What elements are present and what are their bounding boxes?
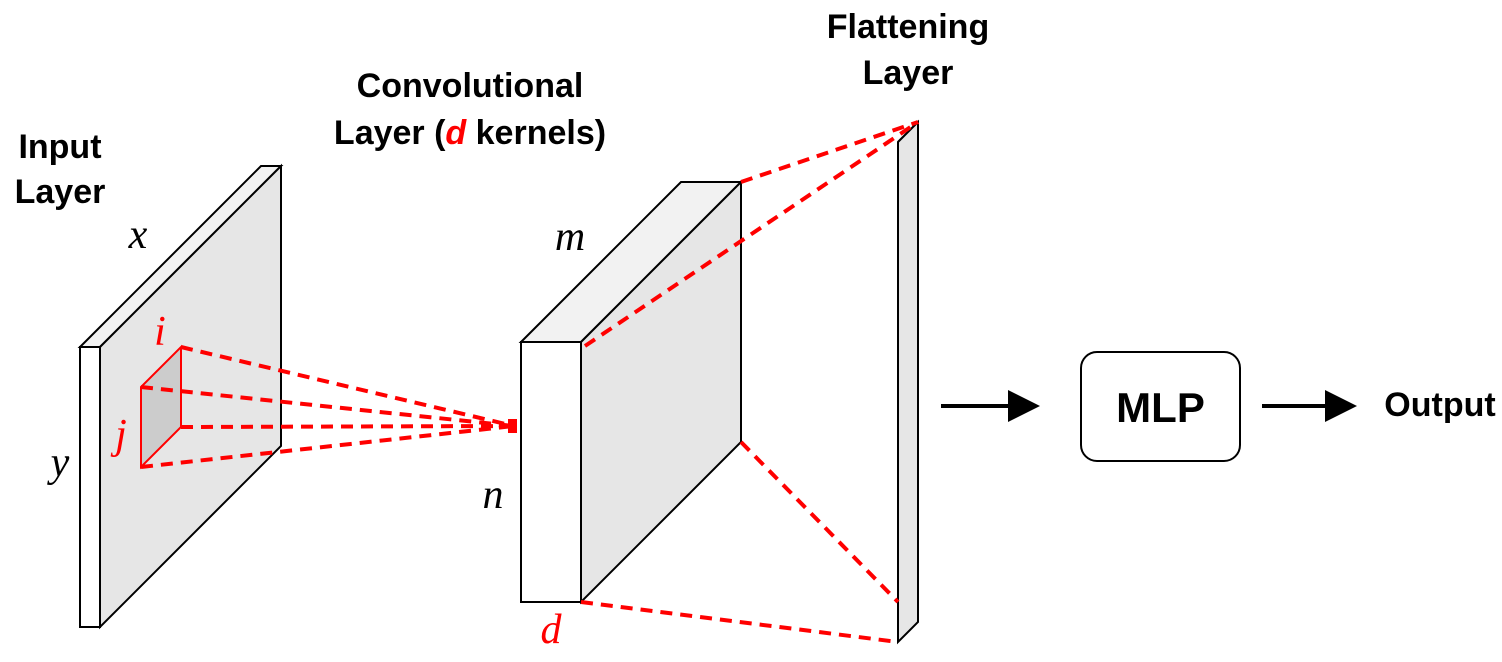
conv-title-suffix: kernels): [466, 114, 606, 152]
var-n: n: [483, 472, 504, 518]
receptive-field-projection-lines: [140, 345, 515, 469]
flatten-layer-title-line2: Layer: [863, 54, 954, 92]
var-m: m: [555, 214, 585, 260]
var-i: i: [154, 309, 166, 355]
conv-layer-front-face: [520, 341, 582, 603]
conv-title-prefix: Layer (: [334, 114, 446, 152]
var-x: x: [128, 212, 148, 258]
conv-title-kernel-var: d: [445, 114, 467, 152]
conv-layer-title-line1: Convolutional: [357, 67, 584, 105]
flatten-projection-lines: [580, 120, 920, 644]
flatten-layer-side-face: [897, 119, 919, 645]
var-y: y: [47, 440, 70, 486]
input-layer-title-line1: Input: [18, 128, 101, 166]
mlp-label: MLP: [1116, 384, 1205, 431]
input-layer-front-face: [79, 346, 101, 628]
var-d: d: [541, 607, 563, 653]
var-j: j: [110, 412, 127, 458]
input-layer-block: [77, 163, 284, 630]
conv-layer-title-line2: Layer (d kernels): [334, 114, 606, 152]
input-layer-title-line2: Layer: [15, 173, 106, 211]
conv-output-point: [508, 419, 517, 433]
flatten-layer-title-line1: Flattening: [827, 8, 989, 46]
flatten-layer-block: [897, 119, 919, 645]
mlp-box: [1080, 351, 1241, 462]
output-label: Output: [1384, 386, 1495, 424]
